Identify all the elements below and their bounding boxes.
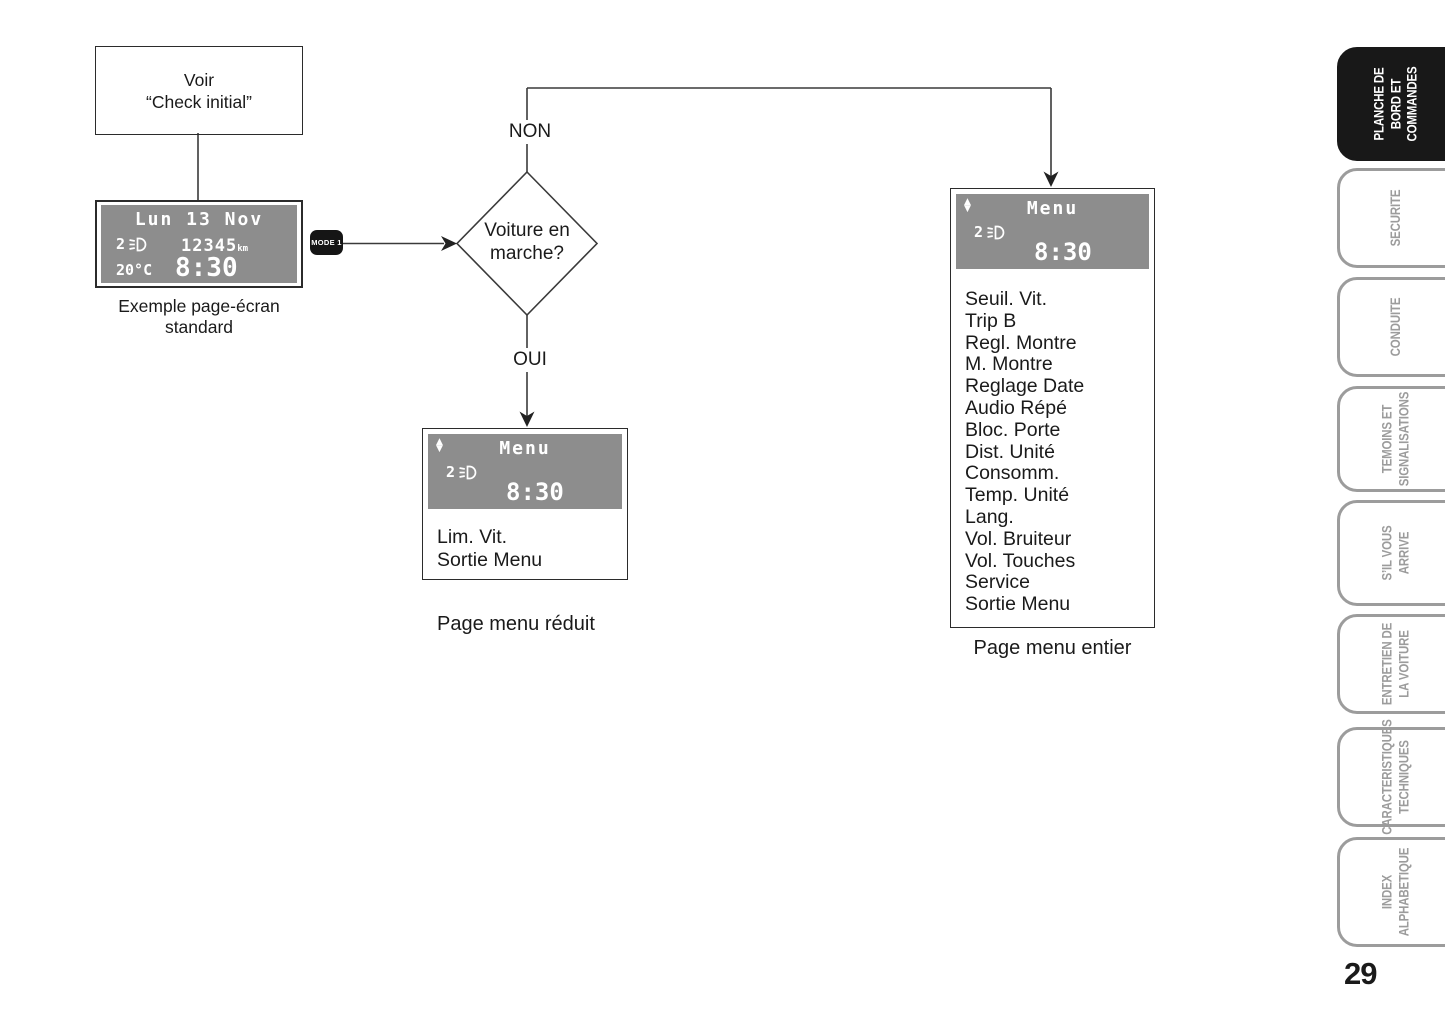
voir-box-text: Voir “Check initial”	[146, 69, 252, 112]
menu-item: Vol. Bruiteur	[965, 527, 1072, 550]
branch-label-non: NON	[499, 120, 561, 144]
sidebar-tab-temoins: TEMOINS ET SIGNALISATIONS	[1337, 386, 1445, 492]
scroll-up-icon: ▲	[964, 197, 971, 207]
menu-item: Trip B	[965, 309, 1017, 332]
standard-display: Lun 13 Nov 2 12345km 20°C 8:30	[95, 200, 303, 288]
lcd-menu-title: Menu	[1026, 198, 1079, 219]
reduced-menu-caption: Page menu réduit	[437, 613, 595, 635]
lcd-clock: 8:30	[506, 478, 564, 506]
lcd-gear: 2	[974, 223, 984, 241]
reduced-menu-list: Lim. Vit. Sortie Menu	[428, 509, 622, 572]
arrowhead-down-icon	[1043, 171, 1059, 187]
full-menu-list: Seuil. Vit. Trip B Regl. Montre M. Montr…	[956, 269, 1149, 616]
low-beam-headlight-icon	[459, 465, 477, 479]
lcd-gear: 2	[446, 463, 456, 481]
menu-item: Consomm.	[965, 462, 1060, 485]
standard-display-lcd: Lun 13 Nov 2 12345km 20°C 8:30	[101, 205, 297, 283]
menu-item: Regl. Montre	[965, 331, 1077, 354]
sidebar-tab-conduite: CONDUITE	[1337, 277, 1445, 377]
scroll-up-icon: ▲	[436, 437, 443, 447]
menu-item: Reglage Date	[965, 375, 1085, 398]
reduced-menu-box: ▲ ▼ Menu 2 8:30 Lim. Vit. Sortie Menu	[422, 428, 628, 580]
tab-label: TEMOINS ET SIGNALISATIONS	[1378, 391, 1411, 487]
full-menu-caption: Page menu entier	[973, 637, 1132, 659]
lcd-temperature: 20°C	[116, 261, 153, 279]
menu-item: M. Montre	[965, 353, 1053, 376]
low-beam-headlight-icon	[129, 237, 147, 251]
tab-label: CONDUITE	[1386, 297, 1403, 357]
tab-label: SECURITE	[1386, 189, 1403, 247]
tab-label: INDEX ALPHABETIQUE	[1378, 847, 1411, 937]
menu-item: Bloc. Porte	[965, 418, 1061, 441]
menu-item: Sortie Menu	[437, 549, 543, 571]
sidebar-tab-securite: SECURITE	[1337, 168, 1445, 268]
arrowhead-right-icon	[441, 236, 457, 251]
scroll-down-icon: ▼	[436, 444, 443, 454]
scroll-arrows-icon: ▲ ▼	[436, 437, 443, 454]
lcd-odometer: 12345km	[181, 236, 248, 256]
lcd-gear: 2	[116, 235, 126, 253]
tab-label: CARACTERISTIQUES TECHNIQUES	[1378, 719, 1411, 835]
lcd-clock: 8:30	[175, 253, 238, 283]
menu-item: Lim. Vit.	[437, 526, 508, 548]
menu-item: Vol. Touches	[965, 549, 1076, 572]
page-number: 29	[1344, 956, 1377, 991]
decision-question: Voiture en marche?	[484, 220, 570, 264]
standard-display-caption: Exemple page-écran standard	[118, 296, 280, 337]
odometer-value: 12345	[181, 236, 238, 256]
odometer-unit: km	[237, 244, 249, 254]
voir-check-initial-box: Voir “Check initial”	[95, 46, 303, 135]
branch-label-oui: OUI	[503, 348, 557, 372]
arrowhead-down-icon	[519, 411, 535, 427]
low-beam-headlight-icon	[987, 225, 1005, 239]
menu-item: Temp. Unité	[965, 484, 1070, 507]
menu-item: Service	[965, 571, 1031, 594]
lcd-date: Lun 13 Nov	[134, 209, 264, 230]
tab-label: S’IL VOUS ARRIVE	[1378, 525, 1411, 581]
sidebar-tab-index: INDEX ALPHABETIQUE	[1337, 837, 1445, 947]
sidebar-tab-sil-vous-arrive: S’IL VOUS ARRIVE	[1337, 500, 1445, 606]
tab-label: PLANCHE DE BORD ET COMMANDES	[1369, 66, 1419, 142]
menu-item: Seuil. Vit.	[965, 288, 1048, 310]
full-menu-lcd: ▲ ▼ Menu 2 8:30	[956, 194, 1149, 269]
sidebar-tab-planche-de-bord: PLANCHE DE BORD ET COMMANDES	[1337, 47, 1445, 161]
sidebar-tab-entretien: ENTRETIEN DE LA VOITURE	[1337, 614, 1445, 714]
scroll-arrows-icon: ▲ ▼	[964, 197, 971, 214]
mode-button: MODE 1	[310, 230, 343, 255]
tab-label: ENTRETIEN DE LA VOITURE	[1378, 622, 1411, 706]
reduced-menu-lcd: ▲ ▼ Menu 2 8:30	[428, 434, 622, 509]
sidebar-tab-caracteristiques: CARACTERISTIQUES TECHNIQUES	[1337, 719, 1445, 835]
decision-diamond	[455, 170, 599, 317]
menu-item: Lang.	[965, 505, 1014, 528]
menu-item: Dist. Unité	[965, 440, 1055, 463]
menu-item: Audio Répé	[965, 396, 1067, 419]
menu-item: Sortie Menu	[965, 593, 1071, 616]
full-menu-box: ▲ ▼ Menu 2 8:30 Seuil. Vit. Trip B Regl.…	[950, 188, 1155, 628]
lcd-menu-title: Menu	[499, 438, 551, 459]
scroll-down-icon: ▼	[964, 204, 971, 214]
lcd-clock: 8:30	[1034, 238, 1092, 266]
